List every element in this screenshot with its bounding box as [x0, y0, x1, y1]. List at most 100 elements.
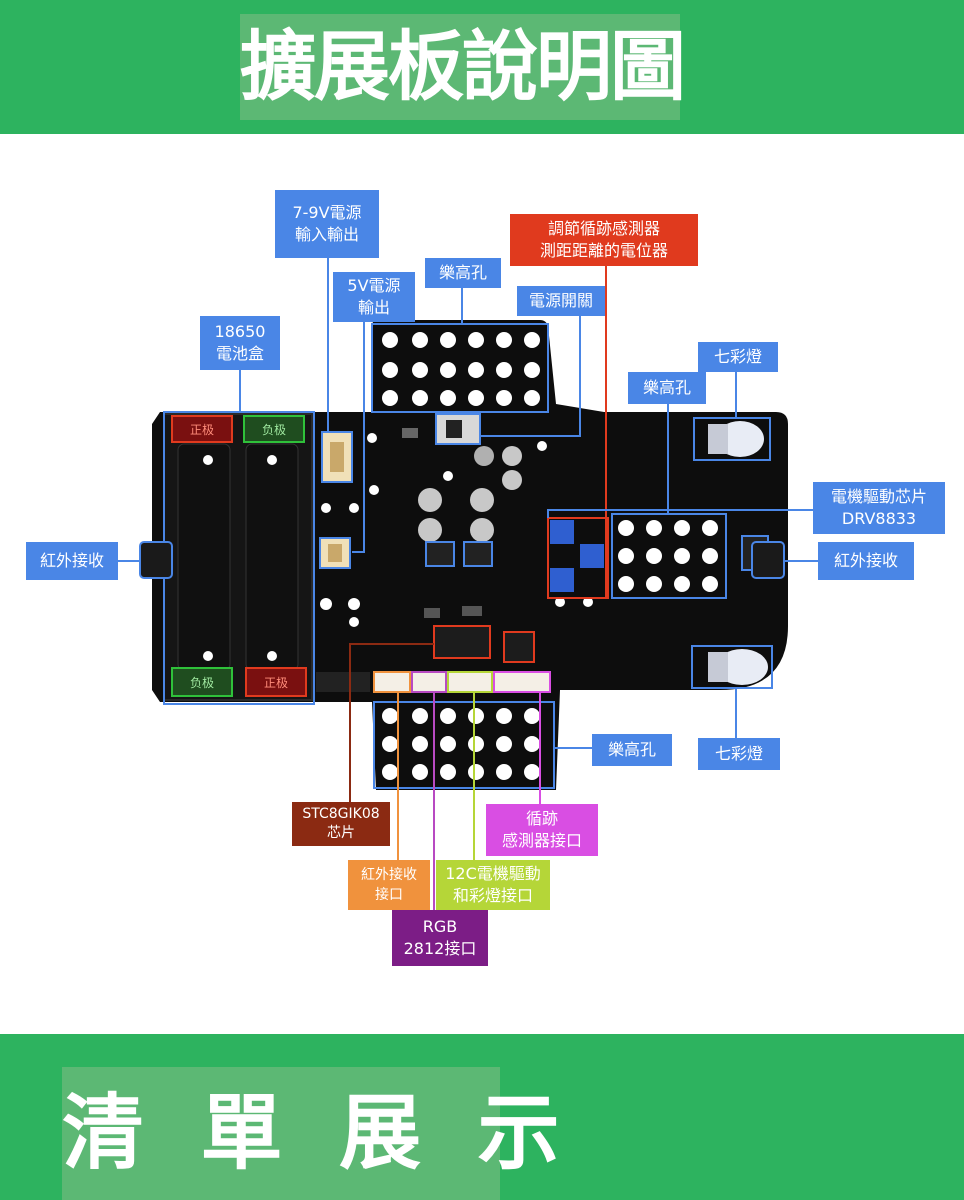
label-power-switch-text: 電源開關 [528, 291, 593, 310]
label-led-top: 七彩燈 [698, 342, 778, 372]
rgb-led-top [693, 417, 771, 461]
label-battery-box-line1: 18650 [214, 322, 266, 341]
label-led-top-text: 七彩燈 [713, 347, 762, 366]
battery-slot-left [177, 443, 231, 671]
potentiometer-group [547, 517, 609, 599]
smd-component [462, 606, 482, 616]
label-power-5v-line1: 5V電源 [347, 276, 401, 295]
label-power-switch: 電源開關 [517, 286, 605, 316]
battery-positive-top [171, 415, 233, 443]
label-lego-bottom: 樂高孔 [592, 734, 672, 766]
power-switch-chip [402, 428, 418, 438]
label-mcu: STC8GIK08 芯片 [292, 802, 390, 846]
rgb-led-bottom-base [708, 652, 728, 682]
lego-holes-bottom [382, 708, 540, 780]
capacitors [418, 446, 522, 542]
lego-holes-right [618, 520, 718, 592]
label-ir-port-line1: 紅外接收 [361, 867, 417, 883]
rgb-led-top-base [708, 424, 728, 454]
label-ir-port-line2: 接口 [375, 887, 403, 903]
smd-component [424, 608, 440, 618]
potentiometer [550, 520, 574, 544]
mounting-holes [320, 433, 593, 627]
label-lego-top-text: 樂高孔 [438, 263, 487, 282]
label-i2c-port: 12C電機驅動 和彩燈接口 [436, 860, 550, 910]
side-connector [316, 672, 370, 692]
tracking-port [493, 671, 551, 693]
label-rgb-port: RGB 2812接口 [392, 910, 488, 966]
label-battery-box: 18650 電池盒 [200, 316, 280, 370]
battery-hole [267, 455, 277, 465]
label-rgb-port-line1: RGB [422, 917, 458, 936]
section-title: 清 單 展 示 [62, 1067, 560, 1200]
lego-top-highlight [371, 323, 549, 413]
label-lego-right-text: 樂高孔 [642, 378, 691, 397]
battery-slot-right [245, 443, 299, 671]
label-ir-left: 紅外接收 [26, 542, 118, 580]
ir-receiver-left [139, 541, 173, 579]
mcu-chip [433, 625, 491, 659]
label-power-5v-line2: 輸出 [357, 298, 390, 317]
battery-negative-top-label: 负极 [262, 423, 286, 437]
label-power-input: 7-9V電源 輸入輸出 [275, 190, 379, 258]
label-potentiometer-line2: 測距距離的電位器 [539, 241, 668, 260]
label-battery-box-line2: 電池盒 [215, 344, 264, 363]
battery-hole [267, 651, 277, 661]
ic-left [425, 541, 455, 567]
label-tracking-port-line2: 感測器接口 [501, 831, 582, 850]
label-power-input-line2: 輸入輸出 [294, 225, 359, 244]
ic-right [463, 541, 493, 567]
potentiometer [580, 544, 604, 568]
label-power-input-line1: 7-9V電源 [292, 203, 362, 222]
lego-bottom-highlight [373, 701, 555, 789]
battery-negative-bottom-label: 负极 [190, 676, 214, 690]
label-lego-bottom-text: 樂高孔 [607, 740, 656, 759]
power-5v-pins [328, 544, 342, 562]
label-tracking-port-line1: 循跡 [525, 809, 558, 828]
label-motor-driver-line2: DRV8833 [841, 509, 917, 528]
page-title: 擴展板說明圖 [240, 14, 686, 120]
label-led-bottom: 七彩燈 [698, 738, 780, 770]
label-ir-right-text: 紅外接收 [833, 551, 898, 570]
label-ir-right: 紅外接收 [818, 542, 914, 580]
rgb-led-bottom [691, 645, 773, 689]
leader-mcu [349, 643, 434, 802]
label-i2c-port-line2: 和彩燈接口 [452, 886, 533, 905]
battery-hole [203, 651, 213, 661]
i2c-port [447, 671, 493, 693]
power-input-pins [330, 442, 344, 472]
power-switch-knob [446, 420, 462, 438]
label-power-5v: 5V電源 輸出 [333, 272, 415, 322]
label-potentiometer: 調節循跡感測器 測距距離的電位器 [510, 214, 698, 266]
leader-potentiometer [605, 266, 608, 597]
rgb-led-bottom-lens [716, 649, 768, 685]
label-potentiometer-line1: 調節循跡感測器 [547, 219, 660, 238]
ir-receiver-right [751, 541, 785, 579]
label-motor-driver-line1: 電機驅動芯片 [830, 487, 927, 506]
label-rgb-port-line2: 2812接口 [403, 939, 477, 958]
label-mcu-line2: 芯片 [327, 825, 355, 841]
label-motor-driver: 電機驅動芯片 DRV8833 [813, 482, 945, 534]
buzzer [474, 446, 494, 466]
label-i2c-port-line1: 12C電機驅動 [445, 864, 541, 883]
potentiometer [550, 568, 574, 592]
label-ir-port: 紅外接收 接口 [348, 860, 430, 910]
battery-positive-bottom-label: 正极 [264, 676, 288, 690]
battery-positive-bottom [245, 667, 307, 697]
battery-negative-top [243, 415, 305, 443]
label-lego-right: 樂高孔 [628, 372, 706, 404]
label-tracking-port: 循跡 感測器接口 [486, 804, 598, 856]
battery-hole [203, 455, 213, 465]
ir-port [373, 671, 411, 693]
rgb-port [411, 671, 447, 693]
battery-positive-top-label: 正极 [190, 423, 214, 437]
leader-power-5v [352, 322, 365, 553]
label-led-bottom-text: 七彩燈 [714, 744, 763, 763]
label-ir-left-text: 紅外接收 [39, 551, 104, 570]
battery-negative-bottom [171, 667, 233, 697]
label-mcu-line1: STC8GIK08 [302, 806, 380, 822]
lego-holes-top [382, 332, 540, 406]
leader-motor-driver [547, 509, 818, 518]
leader-power-switch [480, 314, 581, 437]
